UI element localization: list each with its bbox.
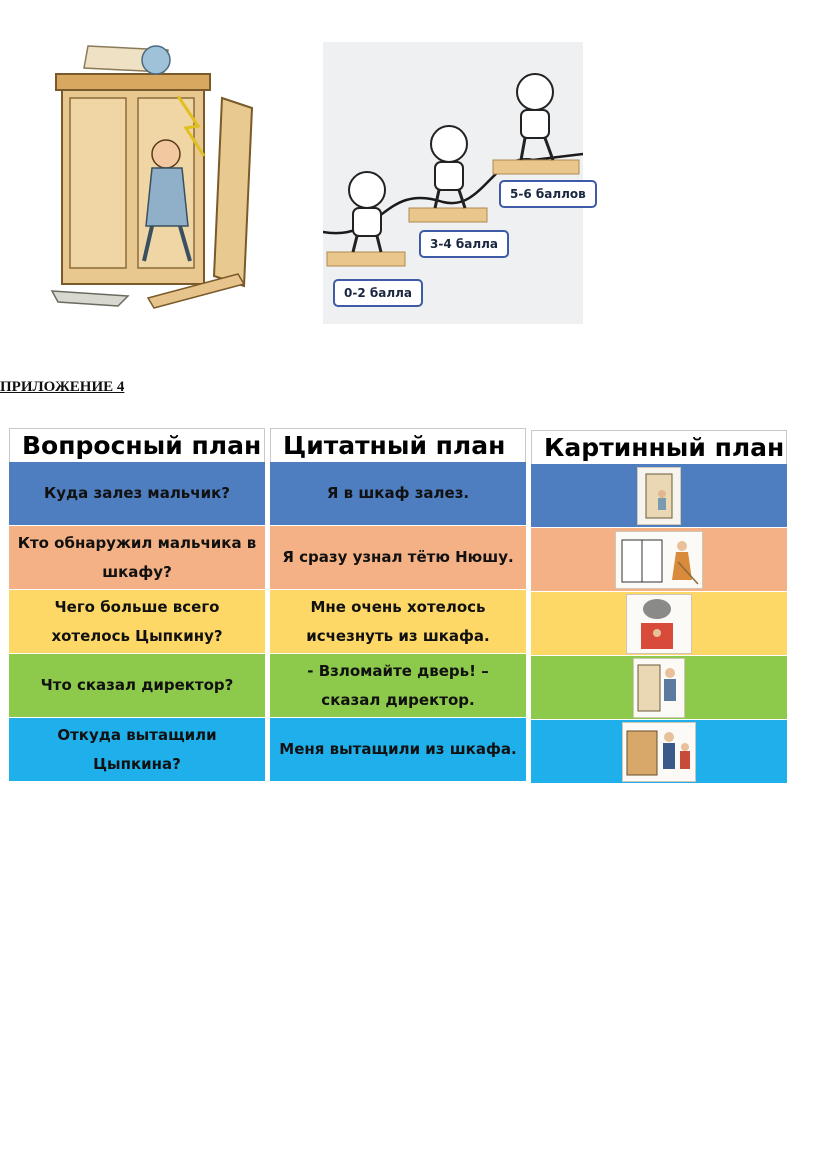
boy-in-wardrobe-illustration — [50, 45, 254, 309]
quote-cell: Я сразу узнал тётю Нюшу. — [270, 526, 526, 590]
pulled-out-thumbnail — [622, 721, 696, 782]
question-cell: Что сказал директор? — [9, 654, 265, 718]
boy-figure-1 — [348, 171, 386, 253]
score-box-high: 5-6 баллов — [499, 180, 597, 208]
score-steps-illustration: 0-2 балла 3-4 балла 5-6 баллов — [323, 42, 597, 324]
picture-cell — [531, 592, 787, 656]
wish-disappear-thumbnail — [626, 593, 692, 654]
picture-cell — [531, 656, 787, 720]
question-cell: Куда залез мальчик? — [9, 462, 265, 526]
director-thumbnail — [633, 657, 685, 718]
quote-cell: - Взломайте дверь! – сказал директор. — [270, 654, 526, 718]
wardrobe-aunt-thumbnail — [615, 530, 703, 589]
question-cell: Откуда вытащили Цыпкина? — [9, 718, 265, 782]
picture-cell — [531, 528, 787, 592]
boy-figure-2 — [430, 125, 468, 209]
column-header-question-plan: Вопросный план — [9, 428, 265, 462]
wardrobe-boy-thumbnail — [637, 466, 681, 525]
quote-plan-column: Цитатный план Я в шкаф залез. Я сразу уз… — [270, 428, 526, 782]
boy-figure-3 — [516, 73, 555, 161]
column-header-quote-plan: Цитатный план — [270, 428, 526, 462]
quote-cell: Мне очень хотелось исчезнуть из шкафа. — [270, 590, 526, 654]
quote-cell: Меня вытащили из шкафа. — [270, 718, 526, 782]
picture-cell — [531, 464, 787, 528]
quote-cell: Я в шкаф залез. — [270, 462, 526, 526]
score-box-mid: 3-4 балла — [419, 230, 510, 258]
question-plan-column: Вопросный план Куда залез мальчик? Кто о… — [9, 428, 265, 782]
picture-plan-column: Картинный план — [531, 430, 787, 784]
question-cell: Чего больше всего хотелось Цыпкину? — [9, 590, 265, 654]
column-header-picture-plan: Картинный план — [531, 430, 787, 464]
appendix-title: ПРИЛОЖЕНИЕ 4 — [0, 379, 125, 395]
steps-drawing — [323, 73, 583, 267]
question-cell: Кто обнаружил мальчика в шкафу? — [9, 526, 265, 590]
picture-cell — [531, 720, 787, 784]
score-box-low: 0-2 балла — [333, 279, 424, 307]
